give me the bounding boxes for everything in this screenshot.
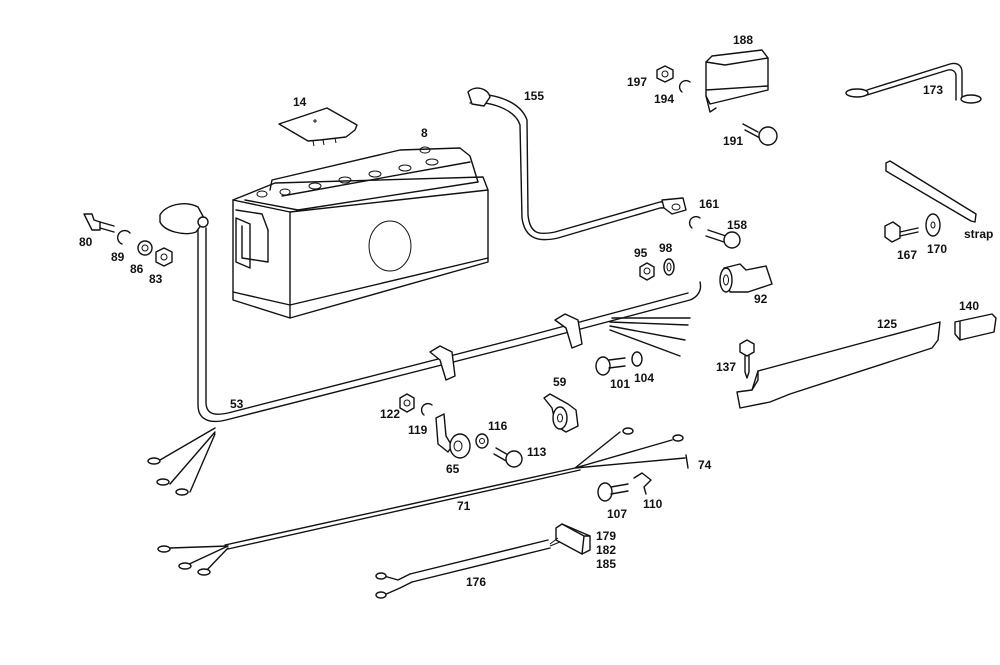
label-194: 194 — [654, 92, 674, 106]
label-92: 92 — [754, 292, 768, 306]
label-116: 116 — [488, 419, 508, 433]
label-80: 80 — [79, 235, 93, 249]
label-137: 137 — [716, 360, 736, 374]
label-119: 119 — [408, 423, 428, 437]
ground-strap-164[interactable]: strap — [885, 160, 993, 241]
label-188: 188 — [733, 33, 753, 47]
ground-cable-173[interactable]: 173 — [845, 62, 982, 104]
screw-137[interactable]: 137 — [716, 339, 755, 379]
label-86: 86 — [130, 262, 144, 276]
label-104: 104 — [634, 371, 654, 385]
bolt-113[interactable]: 113 — [493, 445, 547, 468]
screw-101[interactable]: 101 — [595, 356, 630, 391]
washer-104[interactable]: 104 — [631, 351, 654, 385]
washer-86[interactable]: 86 — [130, 240, 153, 276]
washer-98[interactable]: 98 — [659, 241, 675, 276]
label-122: 122 — [380, 407, 400, 421]
nut-197[interactable]: 197 — [627, 65, 674, 89]
lockwasher-194[interactable]: 194 — [654, 79, 691, 106]
cable-176[interactable]: 176 — [375, 539, 551, 599]
label-83: 83 — [149, 272, 163, 286]
lockwasher-161[interactable]: 161 — [688, 197, 720, 229]
label-176: 176 — [466, 575, 486, 589]
label-107: 107 — [607, 507, 627, 521]
label-113: 113 — [527, 445, 547, 459]
label-125: 125 — [877, 317, 897, 331]
bolt-158[interactable]: 158 — [705, 218, 747, 249]
label-185: 185 — [596, 557, 616, 571]
nut-83[interactable]: 83 — [149, 247, 173, 286]
label-53: 53 — [230, 397, 244, 411]
label-140: 140 — [959, 299, 979, 313]
label-8: 8 — [421, 126, 428, 140]
screw-107[interactable]: 107 — [597, 482, 629, 521]
label-65: 65 — [446, 462, 460, 476]
bolt-167[interactable]: 167 — [884, 221, 919, 262]
washer-170[interactable]: 170 — [925, 213, 947, 256]
label-155: 155 — [524, 89, 544, 103]
bracket-65[interactable]: 65 — [435, 413, 471, 476]
relay-188[interactable]: 188 — [705, 33, 769, 113]
bolt-80[interactable]: 80 — [79, 213, 115, 249]
battery-cable-155[interactable]: 155 — [467, 87, 687, 241]
clip-110[interactable]: 110 — [633, 472, 663, 511]
label-170: 170 — [927, 242, 947, 256]
clip-59[interactable]: 59 — [543, 375, 579, 433]
label-110: 110 — [643, 497, 663, 511]
label-197: 197 — [627, 75, 647, 89]
label-191: 191 — [723, 134, 743, 148]
label-173: 173 — [923, 83, 943, 97]
lockwasher-119[interactable]: 119 — [408, 402, 433, 437]
battery-cover[interactable]: 14 — [278, 95, 358, 147]
label-101: 101 — [610, 377, 630, 391]
label-14: 14 — [293, 95, 307, 109]
connector-179[interactable]: 179 182 185 — [549, 523, 616, 571]
label-74: 74 — [698, 458, 712, 472]
cap-140[interactable]: 140 — [954, 299, 997, 341]
nut-122[interactable]: 122 — [380, 393, 415, 421]
bolt-191[interactable]: 191 — [723, 123, 778, 148]
label-179: 179 — [596, 529, 616, 543]
lockwasher-89[interactable]: 89 — [111, 229, 131, 264]
battery[interactable]: 8 — [232, 126, 489, 319]
label-59: 59 — [553, 375, 567, 389]
label-164: strap — [964, 227, 993, 241]
label-95: 95 — [634, 246, 648, 260]
label-158: 158 — [727, 218, 747, 232]
label-161: 161 — [699, 197, 719, 211]
label-89: 89 — [111, 250, 125, 264]
wiring-harness-71[interactable]: 71 74 — [157, 427, 712, 576]
label-98: 98 — [659, 241, 673, 255]
cover-125[interactable]: 125 — [736, 317, 941, 409]
label-182: 182 — [596, 543, 616, 557]
label-71: 71 — [457, 499, 471, 513]
battery-cable-53[interactable]: 53 — [147, 203, 702, 496]
washer-116[interactable]: 116 — [475, 419, 508, 449]
nut-95[interactable]: 95 — [634, 246, 655, 281]
sleeve-92[interactable]: 92 — [719, 263, 773, 306]
label-167: 167 — [897, 248, 917, 262]
